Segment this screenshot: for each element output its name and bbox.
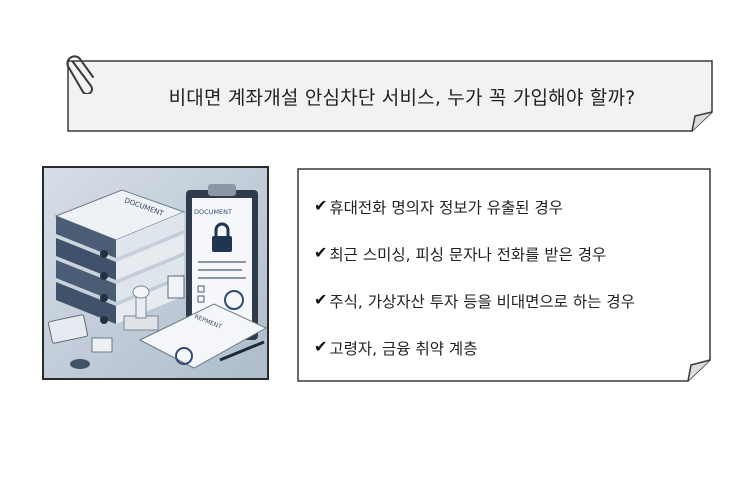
rubber-stamp (123, 285, 159, 331)
list-item-text: 휴대전화 명의자 정보가 유출된 경우 (329, 199, 564, 217)
checkmark-icon: ✔ (314, 196, 328, 215)
checkmark-icon: ✔ (314, 290, 328, 309)
list-item: ✔ 휴대전화 명의자 정보가 유출된 경우 (314, 196, 635, 243)
title-card: 비대면 계좌개설 안심차단 서비스, 누가 꼭 가입해야 할까? (66, 55, 713, 132)
clipboard-label: DOCUMENT (194, 208, 232, 216)
list-item-text: 최근 스미싱, 피싱 문자나 전화를 받은 경우 (329, 246, 607, 264)
checklist-card-frame (297, 168, 711, 382)
list-item: ✔ 주식, 가상자산 투자 등을 비대면으로 하는 경우 (314, 290, 635, 337)
binder-stack: DOCUMENT (54, 189, 186, 324)
list-item-text: 고령자, 금융 취약 계층 (329, 340, 478, 358)
title-card-frame (67, 60, 713, 132)
list-item-text: 주식, 가상자산 투자 등을 비대면으로 하는 경우 (329, 293, 635, 311)
checkmark-icon: ✔ (314, 243, 328, 262)
paperclip-icon (66, 55, 94, 94)
clipboard: DOCUMENT (186, 184, 258, 340)
documents-illustration: DOCUMENT DOCUMENT REPMENT (42, 166, 269, 380)
checklist: ✔ 휴대전화 명의자 정보가 유출된 경우 ✔ 최근 스미싱, 피싱 문자나 전… (314, 196, 635, 384)
document-paper: REPMENT (138, 303, 267, 369)
checklist-card: ✔ 휴대전화 명의자 정보가 유출된 경우 ✔ 최근 스미싱, 피싱 문자나 전… (297, 168, 711, 382)
list-item: ✔ 고령자, 금융 취약 계층 (314, 337, 635, 384)
list-item: ✔ 최근 스미싱, 피싱 문자나 전화를 받은 경우 (314, 243, 635, 290)
page-title: 비대면 계좌개설 안심차단 서비스, 누가 꼭 가입해야 할까? (168, 86, 636, 109)
checkmark-icon: ✔ (314, 337, 328, 356)
